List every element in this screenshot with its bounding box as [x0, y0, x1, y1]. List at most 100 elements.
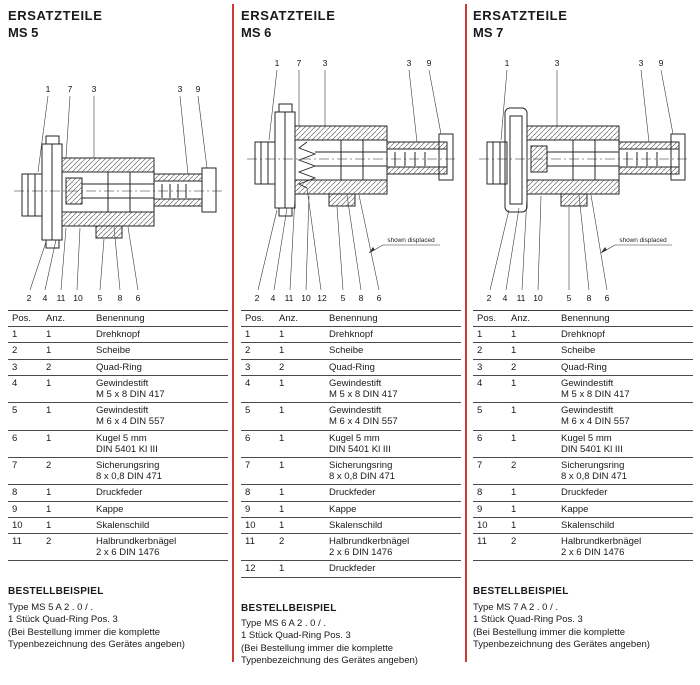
- benennung-cell: Kappe: [96, 503, 124, 515]
- displaced-note: shown displaced: [368, 237, 440, 254]
- anz-cell: 1: [511, 519, 517, 531]
- order-example-heading: BESTELLBEISPIEL: [473, 586, 569, 598]
- ms5-assembly-drawing: 1 7 3 3 9 2 4 11 10 5 8 6: [14, 84, 222, 303]
- benennung-cell: Gewindestift M 5 x 8 DIN 417: [96, 377, 165, 401]
- table-row: 9 1 Kappe: [241, 502, 461, 518]
- table-row: 4 1 Gewindestift M 5 x 8 DIN 417: [473, 376, 693, 404]
- table-row: 1 1 Drehknopf: [8, 327, 228, 344]
- pos-cell: 7: [12, 460, 18, 472]
- callout-number: 7: [68, 84, 73, 94]
- benennung-cell: Kugel 5 mm DIN 5401 Kl III: [329, 432, 391, 455]
- column-ms6: ERSATZTEILE MS 6: [241, 8, 461, 668]
- table-row: 1 1 Drehknopf: [241, 327, 461, 344]
- pos-cell: 10: [12, 519, 23, 531]
- anz-cell: 1: [279, 563, 285, 575]
- pos-cell: 3: [245, 361, 251, 373]
- table-row: 9 1 Kappe: [8, 502, 228, 518]
- callout-numbers: 1 7 3 3 9 2 4 11 10 5 8 6: [27, 84, 201, 303]
- benennung-cell: Gewindestift M 6 x 4 DIN 557: [561, 405, 630, 428]
- pos-cell: 12: [245, 563, 256, 575]
- pos-cell: 3: [477, 361, 483, 373]
- callout-number: 9: [427, 58, 432, 68]
- pos-cell: 10: [245, 519, 256, 531]
- anz-cell: 2: [46, 460, 52, 472]
- table-row: 10 1 Skalenschild: [8, 518, 228, 535]
- table-row: 6 1 Kugel 5 mm DIN 5401 Kl III: [241, 431, 461, 459]
- anz-cell: 2: [46, 536, 52, 548]
- benennung-cell: Scheibe: [96, 345, 131, 357]
- column-divider: [232, 4, 234, 662]
- callout-number: 6: [377, 293, 382, 303]
- pos-cell: 7: [477, 460, 483, 472]
- callout-number: 5: [98, 293, 103, 303]
- anz-cell: 1: [46, 345, 52, 357]
- pos-cell: 8: [245, 487, 251, 499]
- benennung-cell: Kugel 5 mm DIN 5401 Kl III: [561, 432, 623, 455]
- table-row: 3 2 Quad-Ring: [8, 360, 228, 376]
- anz-cell: 2: [511, 460, 517, 472]
- section-title: ERSATZTEILE: [473, 8, 568, 23]
- order-example-lines: Type MS 6 A 2 . 0 / .1 Stück Quad-Ring P…: [241, 618, 461, 668]
- anz-cell: 1: [46, 519, 52, 531]
- table-row: 11 2 Halbrundkerbnägel 2 x 6 DIN 1476: [8, 534, 228, 562]
- order-example-line: Type MS 5 A 2 . 0 / .: [8, 601, 94, 613]
- model-title: MS 6: [241, 25, 272, 40]
- callout-number: 3: [555, 58, 560, 68]
- table-row: 6 1 Kugel 5 mm DIN 5401 Kl III: [8, 431, 228, 459]
- benennung-cell: Halbrundkerbnägel 2 x 6 DIN 1476: [96, 536, 177, 559]
- pos-cell: 9: [477, 503, 483, 515]
- callout-number: 4: [503, 293, 508, 303]
- assembly-cross-section: [479, 107, 689, 213]
- table-body: 1 1 Drehknopf 2 1 Scheibe 3 2 Quad-Ring: [473, 327, 693, 562]
- callout-number: 3: [323, 58, 328, 68]
- callout-number: 1: [505, 58, 510, 68]
- pos-cell: 8: [12, 487, 18, 499]
- benennung-cell: Drehknopf: [561, 329, 605, 341]
- benennung-cell: Kappe: [561, 503, 589, 515]
- anz-cell: 1: [511, 503, 517, 515]
- pos-cell: 1: [245, 329, 251, 341]
- callout-number: 11: [517, 293, 526, 303]
- callout-number: 10: [301, 293, 311, 303]
- order-example-line: (Bei Bestellung immer die komplette: [8, 626, 161, 638]
- benennung-cell: Skalenschild: [561, 519, 615, 531]
- table-row: 4 1 Gewindestift M 5 x 8 DIN 417: [8, 376, 228, 404]
- table-header: Pos. Anz. Benennung: [241, 311, 461, 328]
- order-example-lines: Type MS 5 A 2 . 0 / .1 Stück Quad-Ring P…: [8, 602, 228, 652]
- callout-number: 2: [27, 293, 32, 303]
- order-example-heading: BESTELLBEISPIEL: [8, 586, 104, 598]
- anz-cell: 1: [279, 519, 285, 531]
- pos-cell: 9: [245, 503, 251, 515]
- anz-cell: 1: [46, 432, 52, 444]
- pos-cell: 11: [477, 536, 487, 548]
- model-title: MS 7: [473, 25, 504, 40]
- pos-cell: 7: [245, 460, 251, 472]
- table-row: 3 2 Quad-Ring: [241, 360, 461, 376]
- table-row: 6 1 Kugel 5 mm DIN 5401 Kl III: [473, 431, 693, 459]
- callout-number: 5: [567, 293, 572, 303]
- anz-cell: 1: [279, 503, 285, 515]
- anz-cell: 1: [279, 329, 285, 341]
- leader-lines: [257, 69, 442, 291]
- table-row: 2 1 Scheibe: [8, 343, 228, 360]
- column-header: ERSATZTEILE MS 5: [8, 8, 228, 40]
- callout-number: 6: [136, 293, 141, 303]
- pos-cell: 6: [12, 432, 18, 444]
- benennung-cell: Drehknopf: [329, 329, 373, 341]
- model-title: MS 5: [8, 25, 39, 40]
- arrow-icon: [601, 247, 607, 253]
- callout-number: 8: [359, 293, 364, 303]
- benennung-cell: Halbrundkerbnägel 2 x 6 DIN 1476: [329, 536, 410, 559]
- pos-cell: 4: [477, 377, 483, 389]
- anz-cell: 1: [511, 432, 517, 444]
- table-row: 3 2 Quad-Ring: [473, 360, 693, 376]
- pos-cell: 6: [245, 432, 251, 444]
- anz-cell: 1: [279, 377, 285, 389]
- pos-cell: 3: [12, 361, 18, 373]
- callout-numbers: 1 7 3 3 9 2 4 11 10 12 5 8 6: [255, 58, 432, 303]
- benennung-cell: Scheibe: [561, 345, 596, 357]
- benennung-cell: Gewindestift M 6 x 4 DIN 557: [329, 405, 398, 428]
- table-row: 11 2 Halbrundkerbnägel 2 x 6 DIN 1476: [473, 534, 693, 562]
- header-pos: Pos.: [477, 313, 497, 324]
- callout-number: 11: [57, 293, 66, 303]
